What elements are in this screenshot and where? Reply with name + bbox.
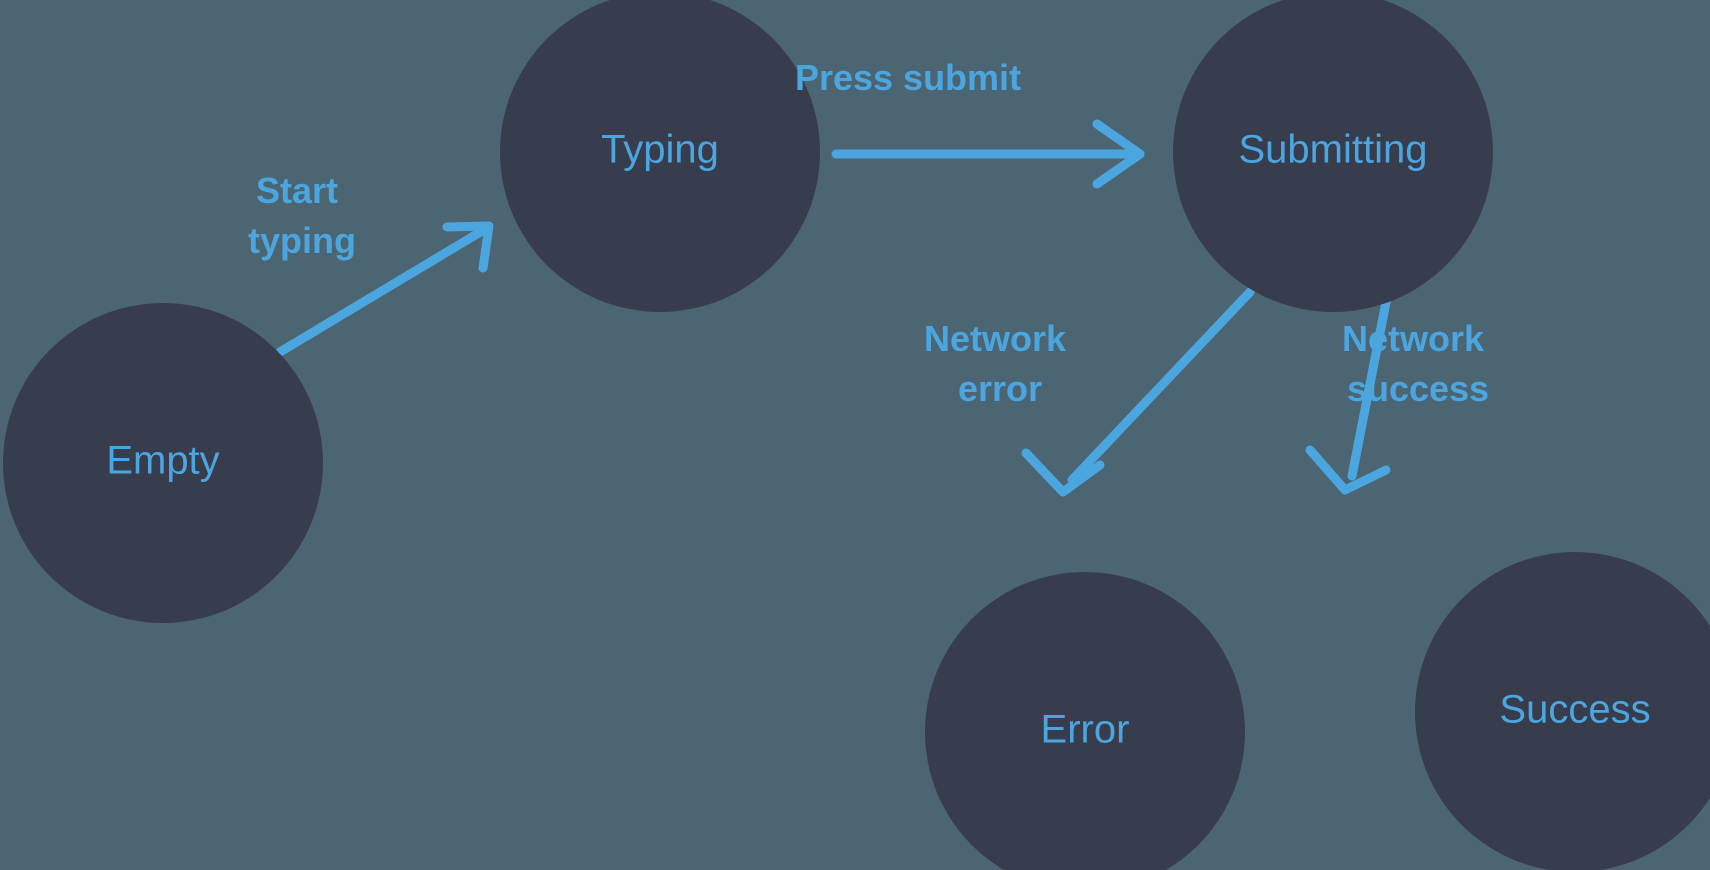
- node-empty-circle[interactable]: [3, 303, 323, 623]
- edge-network-error-line: [1067, 287, 1255, 485]
- node-empty[interactable]: Empty: [3, 303, 323, 623]
- node-empty-label: Empty: [106, 439, 219, 483]
- edge-label-network-success-line-1: Network: [1342, 318, 1485, 359]
- node-typing[interactable]: Typing: [500, 0, 820, 312]
- node-submitting-circle[interactable]: [1173, 0, 1493, 312]
- edge-press-submit: [831, 119, 1145, 189]
- edge-label-network-success-line-2: success: [1347, 368, 1489, 409]
- edge-network-success: [1305, 287, 1393, 495]
- edge-label-network-error-line-2: error: [958, 368, 1042, 409]
- edge-start-typing-line: [275, 223, 492, 357]
- node-success-circle[interactable]: [1415, 552, 1710, 870]
- edge-label-network-error-line-1: Network: [924, 318, 1067, 359]
- edge-start-typing-arrowhead: [442, 221, 494, 273]
- edge-label-press-submit: Press submit: [795, 57, 1021, 98]
- node-success[interactable]: Success: [1415, 552, 1710, 870]
- edge-network-success-line: [1347, 287, 1393, 481]
- edge-label-start-typing: Start typing: [248, 170, 356, 261]
- node-error-circle[interactable]: [925, 572, 1245, 870]
- node-submitting-label: Submitting: [1239, 128, 1428, 172]
- edge-label-start-typing-line-1: Start: [256, 170, 338, 211]
- node-error-label: Error: [1041, 708, 1130, 752]
- node-typing-circle[interactable]: [500, 0, 820, 312]
- edge-label-network-success: Network success: [1342, 318, 1494, 409]
- edge-network-success-arrowhead: [1305, 445, 1391, 495]
- node-submitting[interactable]: Submitting: [1173, 0, 1493, 312]
- node-typing-label: Typing: [601, 128, 719, 172]
- edge-start-typing: [275, 221, 494, 357]
- edge-label-network-error: Network error: [924, 318, 1076, 409]
- node-error[interactable]: Error: [925, 572, 1245, 870]
- edge-press-submit-arrowhead: [1092, 119, 1145, 189]
- edge-label-start-typing-line-2: typing: [248, 220, 356, 261]
- edge-network-error-arrowhead: [1021, 448, 1105, 497]
- edge-network-error: [1021, 287, 1255, 497]
- edge-label-press-submit-line-1: Press submit: [795, 57, 1021, 98]
- node-success-label: Success: [1499, 688, 1650, 732]
